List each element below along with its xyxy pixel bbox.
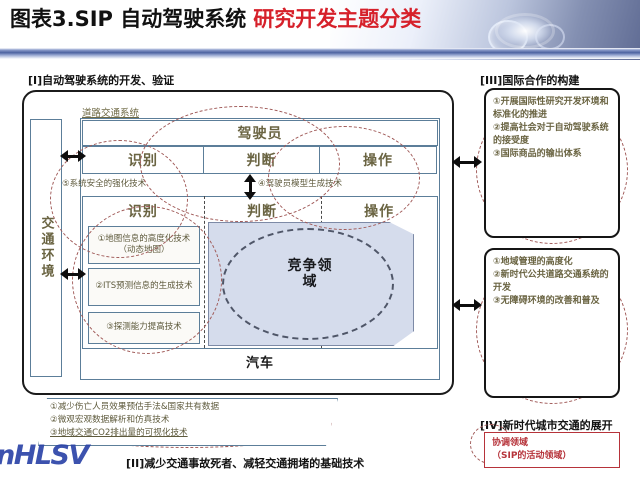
bottom-basis-technology-box — [38, 398, 338, 446]
legend-coordination-area: 协调领域 （SIP的活动领域） — [484, 432, 620, 468]
page-title: 图表3.SIP 自动驾驶系统研究开发主题分类 — [10, 9, 421, 30]
section-label-III: [III]国际合作的构建 — [480, 74, 580, 87]
watermark-logo: nHLSV — [0, 440, 89, 471]
competition-area-label: 竞争领域 — [287, 258, 333, 291]
intl-item-3: ③国际商品的输出体系 — [493, 149, 582, 160]
arrow-env-to-driver — [60, 150, 86, 162]
bottom-item-2: ②微观宏观数据解析和仿真技术 — [50, 415, 170, 426]
dashed-ellipse-3 — [268, 126, 420, 230]
road-traffic-system-label: 道路交通系统 — [82, 108, 140, 119]
intl-item-1: ①开展国际性研究开发环境和标准化的推进 — [493, 97, 609, 121]
slide-header: 图表3.SIP 自动驾驶系统研究开发主题分类 — [0, 0, 640, 60]
page-title-black: 图表3.SIP 自动驾驶系统 — [10, 7, 247, 31]
box-new-era-urban-traffic: ①地域管理的高度化 ②新时代公共道路交通系统的开发 ③无障碍环境的改善和普及 — [484, 248, 620, 398]
legend-line-1: 协调领域 — [492, 437, 529, 448]
urban-item-1: ①地域管理的高度化 — [493, 257, 573, 267]
legend-line-2: （SIP的活动领域） — [492, 451, 572, 461]
arrow-panel-to-box-III — [452, 156, 482, 168]
tachometer-icon — [535, 24, 565, 50]
bottom-basis-technology-list: ①减少伤亡人员效果预估手法&国家共有数据 ②微观宏观数据解析和仿真技术 ③地域交… — [50, 401, 338, 440]
box-international-cooperation: ①开展国际性研究开发环境和标准化的推进 ②提高社会对于自动驾驶系统的接受度 ③国… — [484, 88, 620, 238]
bottom-item-1: ①减少伤亡人员效果预估手法&国家共有数据 — [50, 402, 220, 412]
dashed-ellipse-4 — [72, 206, 222, 354]
header-divider-bar — [0, 48, 640, 59]
intl-item-2: ②提高社会对于自动驾驶系统的接受度 — [493, 123, 609, 147]
traffic-environment-label: 交通环境 — [38, 216, 54, 280]
traffic-environment-box: 交通环境 — [30, 119, 62, 377]
bottom-item-3: ③地域交通CO2排出量的可视化技术 — [50, 428, 188, 439]
arrow-env-to-car — [60, 268, 86, 280]
arrow-driver-to-car — [244, 174, 256, 200]
car-title-label: 汽车 — [245, 356, 274, 371]
urban-item-2: ②新时代公共道路交通系统的开发 — [493, 270, 609, 294]
urban-item-3: ③无障碍环境的改善和普及 — [493, 296, 600, 307]
arrow-panel-to-box-IV — [452, 299, 482, 311]
section-label-IV: [IV]新时代城市交通的展开 — [480, 419, 613, 432]
section-label-II: [II]减少交通事故死者、减轻交通拥堵的基础技术 — [126, 457, 365, 470]
competition-dashed-circle — [222, 228, 394, 340]
section-label-I: [I]自动驾驶系统的开发、验证 — [28, 74, 175, 87]
page-title-red: 研究开发主题分类 — [253, 7, 422, 31]
